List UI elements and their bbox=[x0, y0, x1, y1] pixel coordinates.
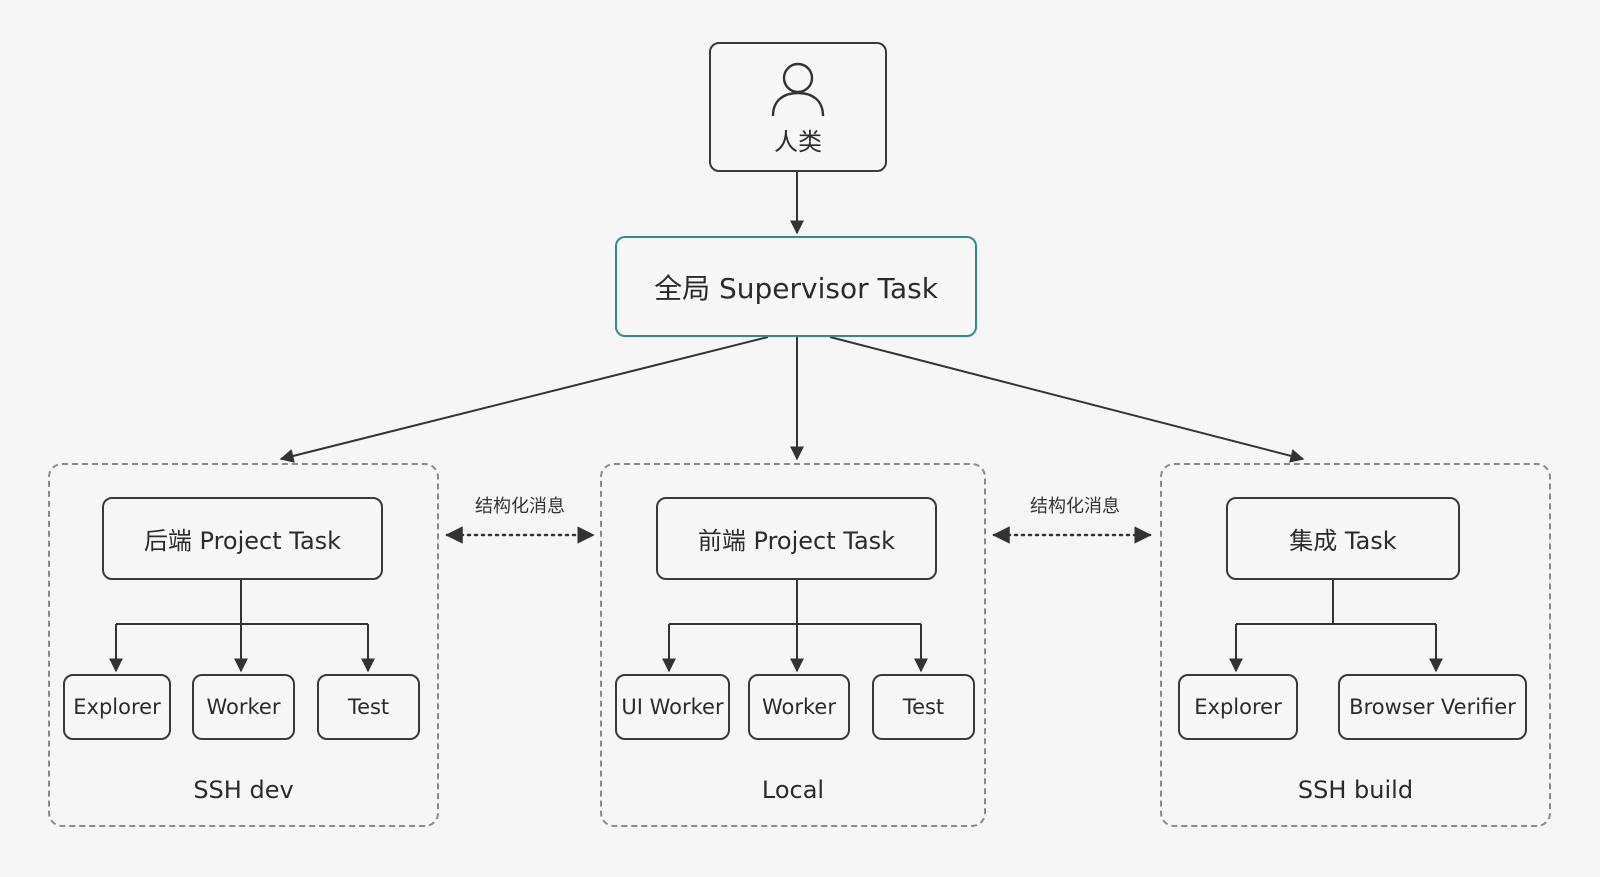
worker-node-test: Test bbox=[872, 674, 975, 740]
worker-node-worker: Worker bbox=[192, 674, 295, 740]
person-icon bbox=[771, 62, 825, 117]
worker-label: UI Worker bbox=[621, 695, 724, 719]
worker-label: Test bbox=[347, 695, 390, 719]
tree-integration bbox=[1229, 580, 1443, 673]
arrow-supervisor-backend bbox=[279, 336, 769, 463]
group-ssh-build bbox=[1160, 463, 1551, 827]
worker-node-browser-verifier: Browser Verifier bbox=[1338, 674, 1527, 740]
environment-label: SSH dev bbox=[193, 776, 294, 804]
message-label: 结构化消息 bbox=[1030, 496, 1120, 517]
group-ssh-dev bbox=[48, 463, 439, 827]
worker-label: Explorer bbox=[73, 695, 161, 719]
supervisor-label: 全局 Supervisor Task bbox=[654, 271, 938, 305]
project-label: 集成 Task bbox=[1289, 527, 1397, 555]
human-label: 人类 bbox=[774, 128, 822, 156]
project-node-integration: 集成 Task bbox=[1226, 497, 1460, 580]
environment-label: SSH build bbox=[1297, 776, 1414, 804]
supervisor-node: 全局 Supervisor Task bbox=[615, 236, 977, 337]
tree-frontend bbox=[662, 580, 928, 673]
worker-node-worker: Worker bbox=[748, 674, 850, 740]
group-local bbox=[600, 463, 986, 827]
arrow-supervisor-integration bbox=[829, 336, 1305, 463]
message-label: 结构化消息 bbox=[475, 496, 565, 517]
worker-label: Worker bbox=[762, 695, 836, 719]
project-node-backend: 后端 Project Task bbox=[102, 497, 383, 580]
project-label: 后端 Project Task bbox=[143, 527, 342, 555]
project-node-frontend: 前端 Project Task bbox=[656, 497, 937, 580]
tree-backend bbox=[109, 580, 375, 673]
worker-node-explorer: Explorer bbox=[63, 674, 171, 740]
worker-label: Explorer bbox=[1194, 695, 1282, 719]
project-label: 前端 Project Task bbox=[697, 527, 896, 555]
worker-node-explorer: Explorer bbox=[1178, 674, 1298, 740]
human-node: 人类 bbox=[709, 42, 887, 172]
environment-label: Local bbox=[761, 776, 825, 804]
worker-node-test: Test bbox=[317, 674, 420, 740]
worker-node-ui-worker: UI Worker bbox=[615, 674, 730, 740]
worker-label: Worker bbox=[206, 695, 281, 719]
worker-label: Browser Verifier bbox=[1349, 695, 1516, 719]
worker-label: Test bbox=[902, 695, 945, 719]
